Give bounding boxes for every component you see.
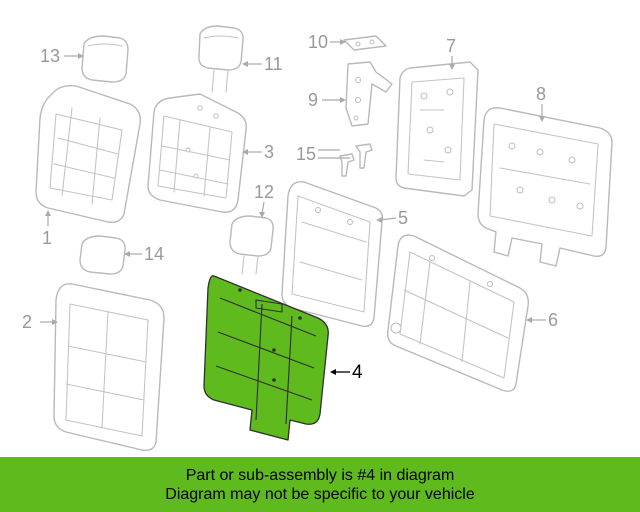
callout-labels: 13 11 10 7 8 9 15 3 1 12 5 14 2 6 4: [22, 32, 558, 383]
callout-4: 4: [352, 362, 363, 383]
part-5-frame[interactable]: [281, 181, 384, 328]
part-10-bracket[interactable]: [343, 35, 387, 51]
part-3-seatback-pad[interactable]: [147, 93, 247, 213]
footer-banner: Part or sub-assembly is #4 in diagram Di…: [0, 457, 640, 512]
part-1-seatback-cover[interactable]: [35, 84, 141, 224]
part-9-hinge[interactable]: [345, 61, 393, 127]
part-6-frame[interactable]: [386, 234, 530, 392]
part-2-cushion-cover[interactable]: [53, 283, 165, 452]
part-7-rear-panel[interactable]: [395, 61, 479, 197]
callout-12: 12: [254, 182, 274, 202]
callout-13: 13: [40, 46, 60, 66]
parts-diagram: 13 11 10 7 8 9 15 3 1 12 5 14 2 6 4: [22, 25, 613, 452]
callout-1: 1: [42, 228, 52, 248]
part-8-back-panel[interactable]: [477, 107, 613, 267]
callout-2: 2: [22, 312, 32, 332]
callout-leaders: [40, 39, 546, 375]
callout-11: 11: [264, 54, 283, 74]
callout-7: 7: [446, 36, 456, 56]
part-14-headrest[interactable]: [79, 235, 126, 275]
part-4-seatback-highlighted[interactable]: [203, 275, 329, 441]
callout-3: 3: [264, 142, 274, 162]
callout-15: 15: [296, 144, 316, 164]
callout-14: 14: [144, 244, 164, 264]
part-11-headrest[interactable]: [198, 25, 244, 93]
footer-line-1: Part or sub-assembly is #4 in diagram: [185, 466, 455, 484]
footer-line-2: Diagram may not be specific to your vehi…: [165, 485, 475, 503]
part-13-headrest[interactable]: [81, 35, 129, 83]
part-15-bolts[interactable]: [339, 143, 373, 177]
callout-8: 8: [536, 84, 546, 104]
callout-10: 10: [308, 32, 328, 52]
part-12-headrest[interactable]: [229, 215, 274, 275]
callout-9: 9: [308, 90, 318, 110]
callout-6: 6: [548, 310, 558, 330]
callout-5: 5: [398, 208, 408, 228]
